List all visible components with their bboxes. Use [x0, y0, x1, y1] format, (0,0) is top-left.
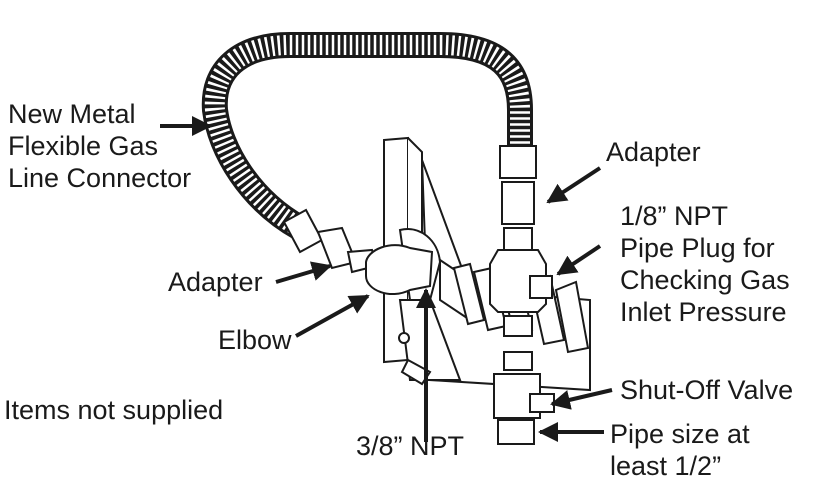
elbow	[365, 244, 434, 295]
leader-arrows	[160, 116, 613, 442]
pipe-plug-line4: Inlet Pressure	[620, 297, 787, 327]
flex-gas-connector	[201, 32, 533, 241]
flex-connector-line1: New Metal	[8, 99, 136, 129]
flex-connector-line2: Flexible Gas	[8, 131, 159, 161]
flex-connector-line3: Line Connector	[8, 163, 192, 193]
shutoff-valve-label: Shut-Off Valve	[620, 375, 794, 405]
pipe-size-label: Pipe size at least 1/2”	[610, 418, 750, 482]
flex-connector-label: New Metal Flexible Gas Line Connector	[8, 98, 191, 194]
pipe-plug-label: 1/8” NPT Pipe Plug for Checking Gas Inle…	[620, 200, 790, 328]
npt-38-label: 3/8” NPT	[356, 431, 465, 461]
items-not-supplied-label: Items not supplied	[4, 395, 224, 425]
pipe-assembly	[489, 145, 555, 445]
pipe-plug-line3: Checking Gas	[620, 265, 790, 295]
pipe-plug-line2: Pipe Plug for	[620, 233, 775, 263]
left-adapter	[282, 208, 378, 274]
pipe-size-line1: Pipe size at	[610, 419, 750, 449]
adapter-left-label: Adapter	[168, 267, 263, 297]
adapter-top-label: Adapter	[606, 137, 701, 167]
pipe-plug-line1: 1/8” NPT	[620, 201, 729, 231]
elbow-label: Elbow	[218, 325, 292, 355]
pipe-size-line2: least 1/2”	[610, 451, 722, 481]
